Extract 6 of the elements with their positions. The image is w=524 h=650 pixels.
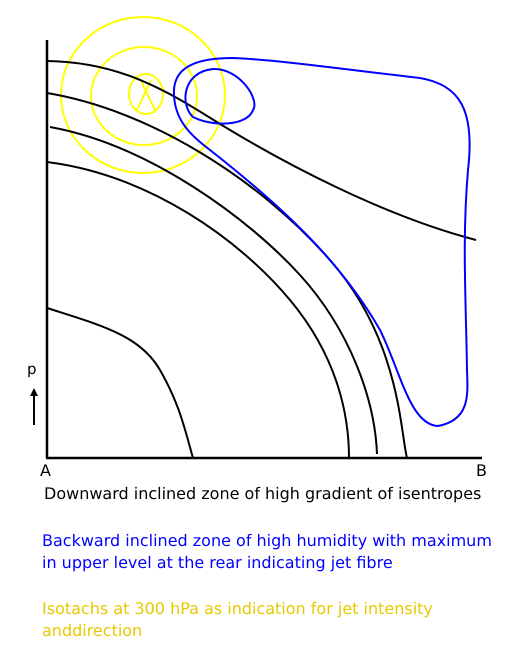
caption-text: Backward inclined zone of high humidity with maximum in upper level at the rear indicating jet fibre	[42, 530, 492, 574]
axis-label: p	[27, 359, 37, 380]
point-label: A	[40, 460, 51, 482]
caption-text: Downward inclined zone of high gradient of isentropes	[44, 483, 482, 505]
caption-text: Isotachs at 300 hPa as indication for jet intensity anddirection	[42, 598, 434, 642]
point-label: B	[476, 460, 487, 482]
